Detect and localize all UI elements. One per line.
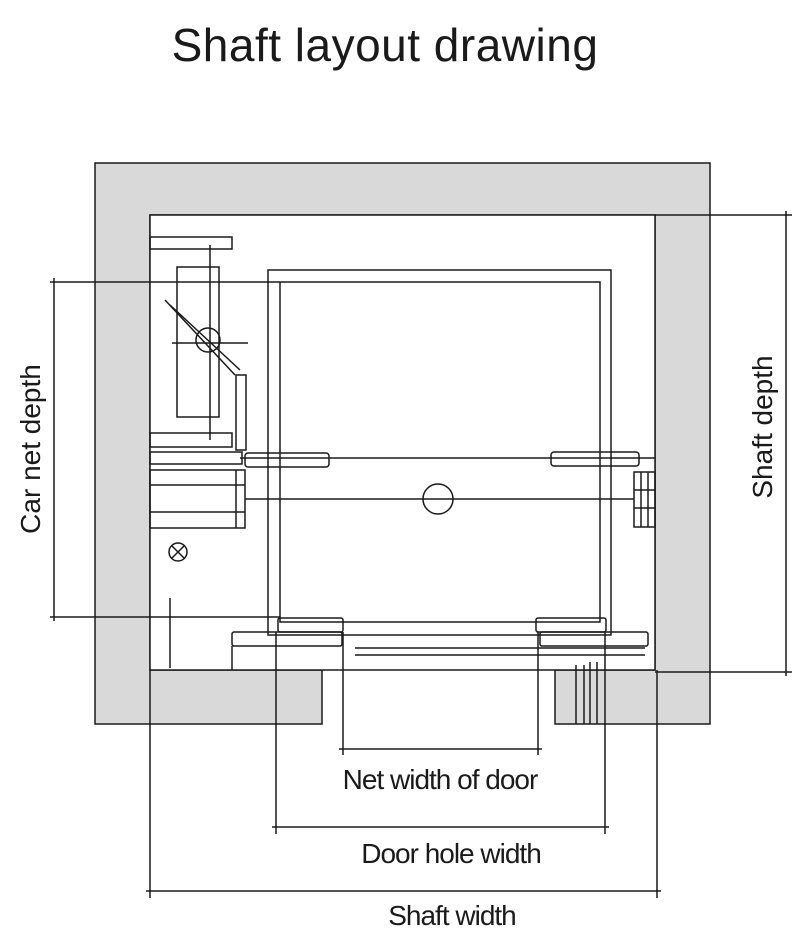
lamp-symbol [168,542,188,562]
dim-net-width-of-door [339,632,542,755]
page-title: Shaft layout drawing [171,19,599,71]
label-net-width-of-door: Net width of door [343,764,538,795]
dim-car-net-depth [50,278,280,621]
dim-door-hole-width [272,632,609,834]
label-shaft-depth: Shaft depth [747,355,778,498]
label-car-net-depth: Car net depth [15,364,46,534]
rail-centerline [240,457,655,515]
door-frame-right [575,662,598,724]
dim-shaft-depth [655,211,792,676]
label-shaft-width: Shaft width [388,900,516,931]
door-panels [231,617,649,670]
right-rail-bracket [550,451,656,528]
left-rail-bracket [149,452,330,529]
label-door-hole-width: Door hole width [361,838,541,869]
dim-shaft-width [146,670,661,898]
shaft-inner-outline [149,214,656,671]
counterweight [149,236,248,465]
